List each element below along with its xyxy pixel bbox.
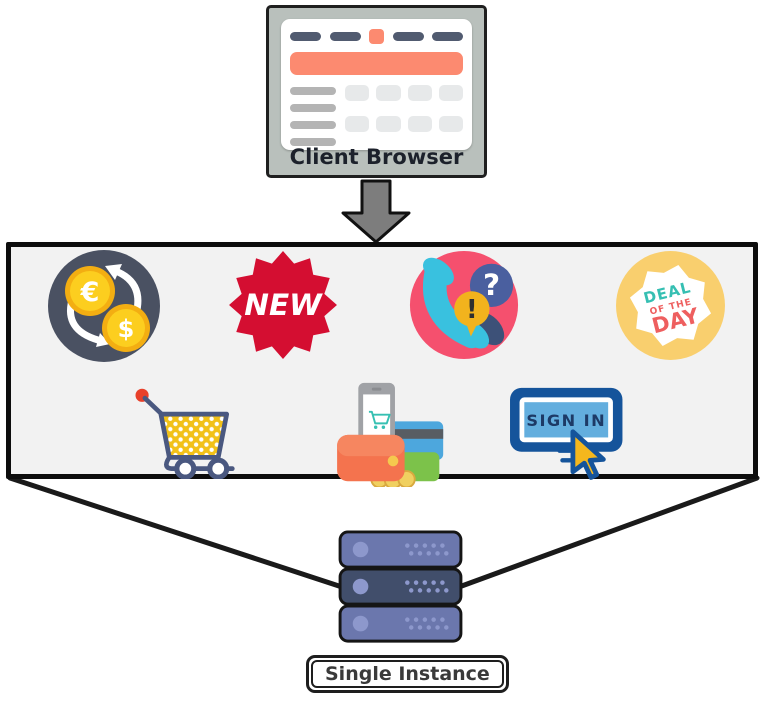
text-line [290,121,336,129]
browser-banner [290,52,463,75]
new-badge-icon: NEW [229,251,337,359]
thumbnail-cell [438,116,463,132]
currency-exchange-icon: € $ [48,250,160,362]
thumbnail-cell [376,116,401,132]
sign-in-icon: SIGN IN [510,387,623,480]
thumbnail-cell [376,85,401,101]
text-line [290,138,336,146]
browser-toolbar [281,19,472,44]
single-instance-label-text: Single Instance [311,660,504,688]
shopping-cart-icon [135,388,235,479]
browser-window [281,19,472,150]
question-mark: ? [483,268,500,302]
euro-symbol: € [80,277,100,308]
mobile-payment-icon [337,382,444,487]
browser-text-lines [290,85,336,146]
thumbnail-cell [407,116,432,132]
toolbar-pill [290,32,321,41]
thumbnail-cell [345,85,370,101]
right-connection-line [456,475,760,590]
thumbnail-cell [438,85,463,101]
thumbnail-cell [407,85,432,101]
single-instance-label: Single Instance [306,655,509,693]
customer-support-icon: ? ! [409,250,519,360]
deal-of-the-day-icon: DEAL OF THE DAY [616,251,725,360]
text-line [290,87,336,95]
thumbnail-cell [345,116,370,132]
exclamation-mark: ! [466,295,478,325]
toolbar-pill [432,32,463,41]
left-connection-line [7,475,345,590]
toolbar-pill [329,32,361,41]
cursor-icon [570,429,606,480]
text-line [290,104,336,112]
browser-content [290,85,463,146]
toolbar-pill [392,32,424,41]
client-browser-icon: Client Browser [266,5,487,178]
server-icon [338,530,463,643]
new-badge-label: NEW [244,288,323,322]
down-arrow-icon [341,179,411,244]
sign-in-label: SIGN IN [526,411,606,430]
client-browser-label: Client Browser [289,145,464,169]
browser-thumbnail-grid [345,85,463,146]
dollar-symbol: $ [118,315,135,343]
toolbar-button [369,29,384,44]
